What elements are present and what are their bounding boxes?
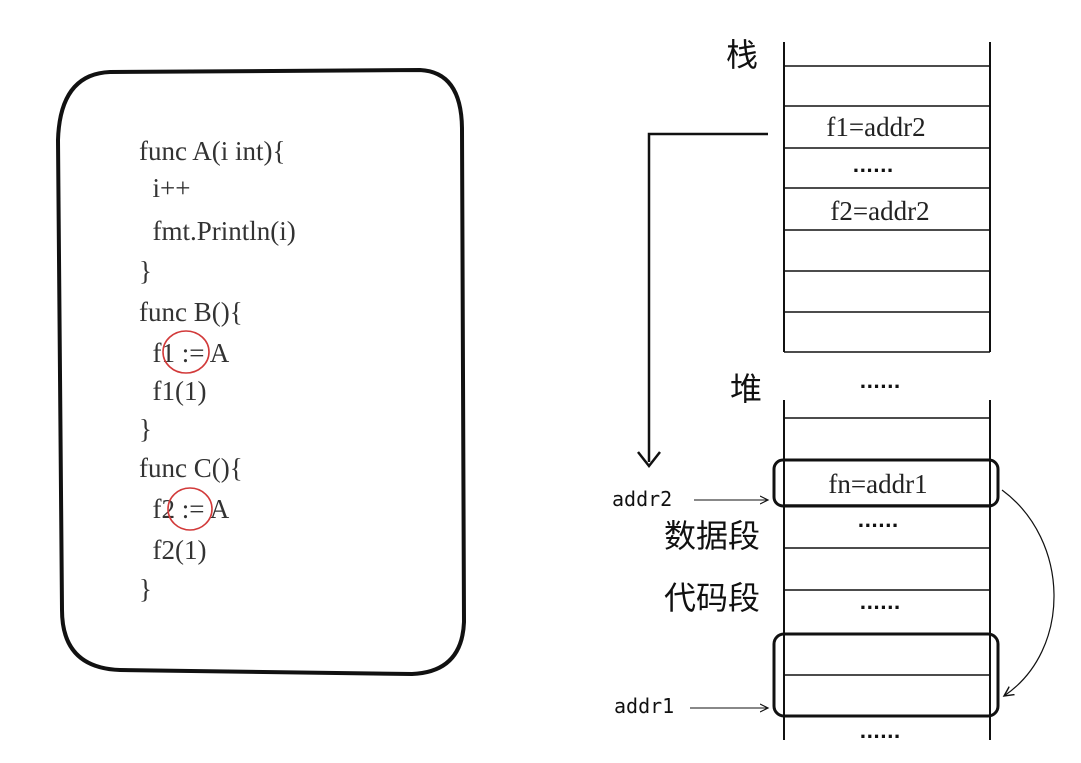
code-line-4: } [139,256,152,286]
addr1-label: addr1 [614,694,674,718]
f2-circle [167,487,213,531]
f1-pointer-arrowhead [637,451,661,469]
fn-to-code-curve [1001,489,1055,696]
stack-label: 栈 [726,36,758,74]
cell-dots: ...... [852,156,893,177]
fn-cell-highlight [772,458,1000,508]
code-line-6: f1 := A [139,338,230,368]
data-dots: ...... [857,511,898,532]
code-panel: func A(i int){ i++ fmt.Println(i) } func… [55,67,467,677]
code-line-8: } [139,414,152,444]
code-line-10: f2 := A [139,494,230,524]
addr2-label: addr2 [612,487,672,511]
bottom-dots: ...... [859,722,900,743]
code-line-9: func C(){ [139,453,243,483]
data-segment-label: 数据段 [664,517,760,555]
heap-label: 堆 [730,370,762,408]
code-segment-label: 代码段 [664,579,760,617]
code-line-5: func B(){ [139,297,243,327]
code-panel-border [55,67,467,677]
f1-circle [162,330,210,374]
cell-fn: fn=addr1 [828,469,927,499]
cell-f2: f2=addr2 [830,196,929,226]
memory-column [772,42,1000,740]
code-block-highlight [772,632,1000,718]
code-line-11: f2(1) [139,535,206,565]
code-line-7: f1(1) [139,376,206,406]
code-line-3: fmt.Println(i) [139,216,296,246]
f1-pointer-arrow [647,132,768,462]
code-line-1: func A(i int){ [139,136,285,166]
code-dots: ...... [859,593,900,614]
heap-dots: ...... [859,372,900,393]
cell-f1: f1=addr2 [826,112,925,142]
code-line-12: } [139,574,152,604]
code-line-2: i++ [139,173,190,203]
